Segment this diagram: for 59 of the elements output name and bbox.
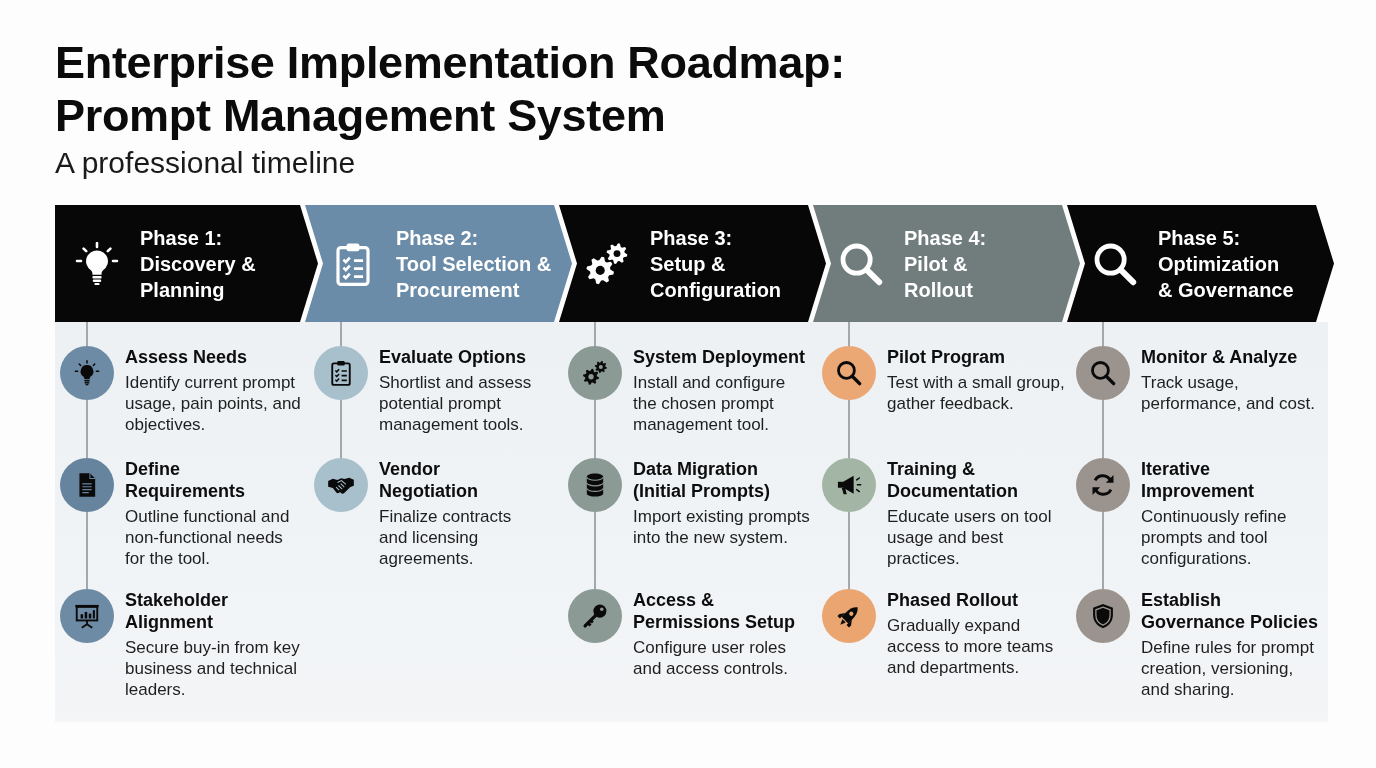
step-description: Secure buy-in from key business and technical leaders.: [125, 637, 301, 700]
step-description: Define rules for prompt creation, versioning, and sharing.: [1141, 637, 1315, 700]
phase-number: Phase 1:: [140, 225, 223, 251]
subtitle: A professional timeline: [55, 145, 356, 180]
step-title: Evaluate Options: [379, 346, 527, 368]
step-title: Pilot Program: [887, 346, 1006, 368]
step-description: Configure user roles and access controls.: [633, 637, 789, 679]
phase-header: [559, 205, 826, 322]
phase-header: [305, 205, 572, 322]
step-description: Identify current prompt usage, pain points, and objectives.: [125, 372, 302, 435]
connector-line: [1102, 511, 1104, 590]
phase-header: [813, 205, 1080, 322]
phase-number: Phase 2:: [396, 225, 479, 251]
step-description: Finalize contracts and licensing agreements.: [379, 506, 513, 569]
step-title: Phased Rollout: [887, 589, 1018, 611]
title: Enterprise Implementation Roadmap: Prompt Management System: [55, 36, 846, 142]
step-title: Data Migration (Initial Prompts): [633, 458, 771, 502]
connector-line: [594, 399, 596, 459]
phase-title: Setup & Configuration: [650, 251, 783, 303]
phase-title: Discovery & Planning: [140, 251, 257, 303]
connector-line: [340, 321, 342, 347]
step-description: Shortlist and assess potential prompt management tools.: [379, 372, 533, 435]
step-title: Vendor Negotiation: [379, 458, 479, 502]
step-title: Stakeholder Alignment: [125, 589, 230, 633]
phase-title: Pilot & Rollout: [904, 251, 974, 303]
connector-line: [594, 511, 596, 590]
connector-line: [848, 399, 850, 459]
step-title: Training & Documentation: [887, 458, 1019, 502]
phase-header: [55, 205, 318, 322]
connector-line: [848, 321, 850, 347]
connector-line: [594, 321, 596, 347]
connector-line: [86, 399, 88, 459]
phase-number: Phase 4:: [904, 225, 987, 251]
step-title: Monitor & Analyze: [1141, 346, 1298, 368]
step-title: Define Requirements: [125, 458, 247, 502]
step-description: Test with a small group, gather feedback.: [887, 372, 1065, 414]
step-description: Educate users on tool usage and best practices.: [887, 506, 1053, 569]
connector-line: [1102, 399, 1104, 459]
step-title: Establish Governance Policies: [1141, 589, 1320, 633]
phase-title: Tool Selection & Procurement: [396, 251, 553, 303]
step-description: Gradually expand access to more teams and departments.: [887, 615, 1055, 678]
connector-line: [1102, 321, 1104, 347]
phase-number: Phase 5:: [1158, 225, 1241, 251]
step-title: Iterative Improvement: [1141, 458, 1256, 502]
phase-title: Optimization & Governance: [1158, 251, 1295, 303]
step-title: Assess Needs: [125, 346, 248, 368]
phase-number: Phase 3:: [650, 225, 733, 251]
step-description: Outline functional and non-functional needs for the tool.: [125, 506, 291, 569]
phase-header: [1067, 205, 1334, 322]
step-title: System Deployment: [633, 346, 806, 368]
step-description: Continuously refine prompts and tool configurations.: [1141, 506, 1288, 569]
connector-line: [86, 511, 88, 590]
step-description: Import existing prompts into the new system.: [633, 506, 811, 548]
step-title: Access & Permissions Setup: [633, 589, 797, 633]
connector-line: [340, 399, 342, 459]
step-description: Track usage, performance, and cost.: [1141, 372, 1316, 414]
connector-line: [848, 511, 850, 590]
step-description: Install and configure the chosen prompt management tool.: [633, 372, 787, 435]
connector-line: [86, 321, 88, 347]
